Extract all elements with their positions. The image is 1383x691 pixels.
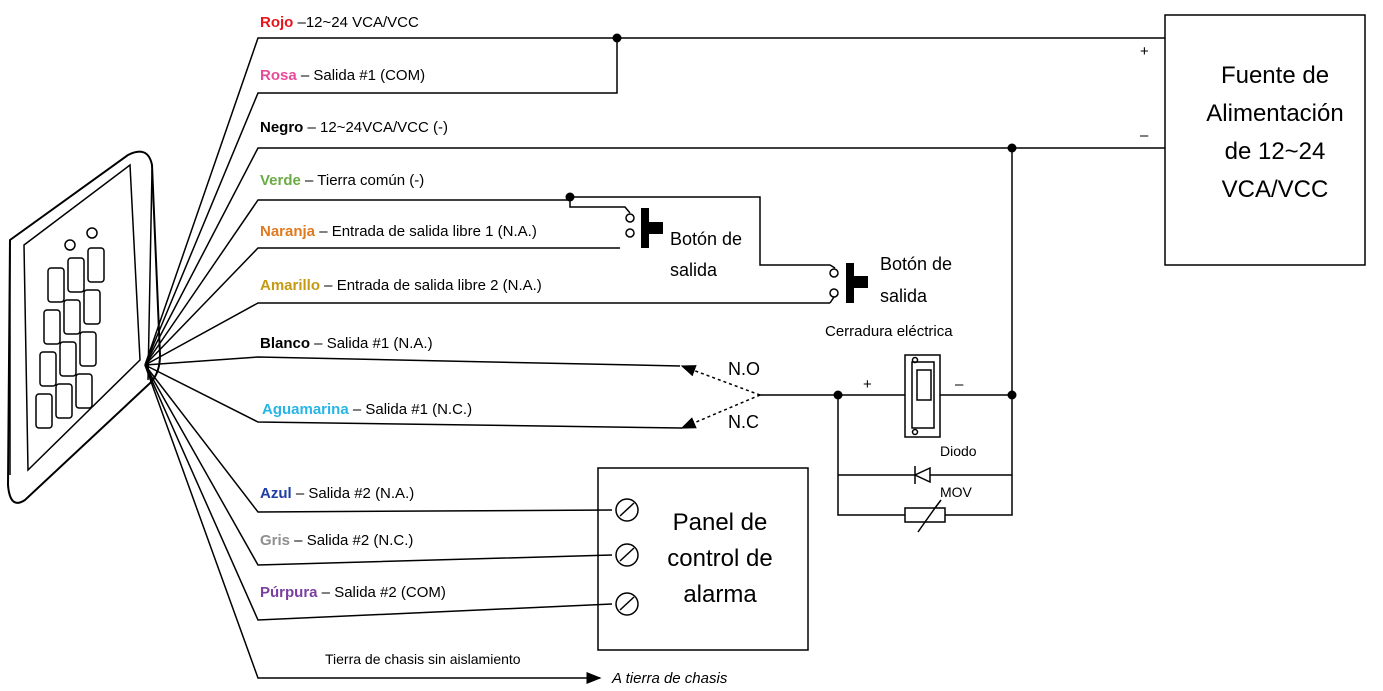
wire-label-blanco: Blanco – Salida #1 (N.A.) <box>260 335 433 352</box>
wire-label-gris: Gris – Salida #2 (N.C.) <box>260 532 413 549</box>
wire-label-naranja: Naranja – Entrada de salida libre 1 (N.A… <box>260 223 537 240</box>
power-supply-line3: de 12~24 <box>1225 138 1326 165</box>
exit-button-1: Botón de salida <box>565 192 836 280</box>
power-supply-line4: VCA/VCC <box>1222 176 1329 203</box>
terminal-icon <box>615 498 639 616</box>
power-supply-line2: Alimentación <box>1206 100 1343 127</box>
keypad-buttons <box>35 247 105 429</box>
wire-label-azul: Azul – Salida #2 (N.A.) <box>260 485 414 502</box>
wire-label-verde: Verde – Tierra común (-) <box>260 172 424 189</box>
relay-no-label: N.O <box>728 359 760 379</box>
wire-label-rosa: Rosa – Salida #1 (COM) <box>260 67 425 84</box>
wire-label-negro: Negro – 12~24VCA/VCC (-) <box>260 119 448 136</box>
wire-label-amarillo: Amarillo – Entrada de salida libre 2 (N.… <box>260 277 542 294</box>
exit-button-1-line1: Botón de <box>670 229 742 249</box>
mov-icon <box>904 499 946 533</box>
relay-contacts: N.O N.C <box>680 359 838 432</box>
chassis-ground: Tierra de chasis sin aislamiento A tierr… <box>325 651 728 687</box>
wire-label-purpura: Púrpura – Salida #2 (COM) <box>260 584 446 601</box>
ground-label: Tierra de chasis sin aislamiento <box>325 651 521 667</box>
ground-arrow-text: A tierra de chasis <box>611 670 728 687</box>
electric-lock: Cerradura eléctrica + – Diodo MOV <box>825 148 1017 533</box>
push-button-icon <box>846 263 854 303</box>
lock-plus-label: + <box>863 376 872 393</box>
push-button-icon <box>641 208 649 248</box>
exit-button-2: Botón de salida <box>829 254 952 306</box>
wire-labels: Rojo –12~24 VCA/VCC Rosa – Salida #1 (CO… <box>260 14 542 601</box>
alarm-panel-line2: control de <box>667 545 772 572</box>
power-plus-label: + <box>1140 43 1149 60</box>
diode-label: Diodo <box>940 443 977 459</box>
diode-icon <box>913 466 931 484</box>
mov-label: MOV <box>940 484 973 500</box>
led-icon <box>64 239 76 251</box>
exit-button-1-line2: salida <box>670 260 718 280</box>
lock-title: Cerradura eléctrica <box>825 323 953 340</box>
wire-bundle <box>144 33 1165 684</box>
power-supply: Fuente de Alimentación de 12~24 VCA/VCC … <box>1140 14 1366 266</box>
led-icon <box>86 227 98 239</box>
alarm-panel: Panel de control de alarma <box>597 467 809 651</box>
lock-minus-label: – <box>955 376 964 393</box>
power-minus-label: – <box>1140 127 1149 144</box>
wire-label-aguamarina: Aguamarina – Salida #1 (N.C.) <box>262 401 472 418</box>
wire-label-rojo: Rojo –12~24 VCA/VCC <box>260 14 419 31</box>
power-supply-line1: Fuente de <box>1221 62 1329 89</box>
alarm-panel-line3: alarma <box>683 581 757 608</box>
lock-icon <box>904 354 941 438</box>
exit-button-2-line2: salida <box>880 286 928 306</box>
exit-button-2-line1: Botón de <box>880 254 952 274</box>
relay-nc-label: N.C <box>728 412 759 432</box>
keypad-reader <box>6 150 162 504</box>
alarm-panel-line1: Panel de <box>673 509 768 536</box>
